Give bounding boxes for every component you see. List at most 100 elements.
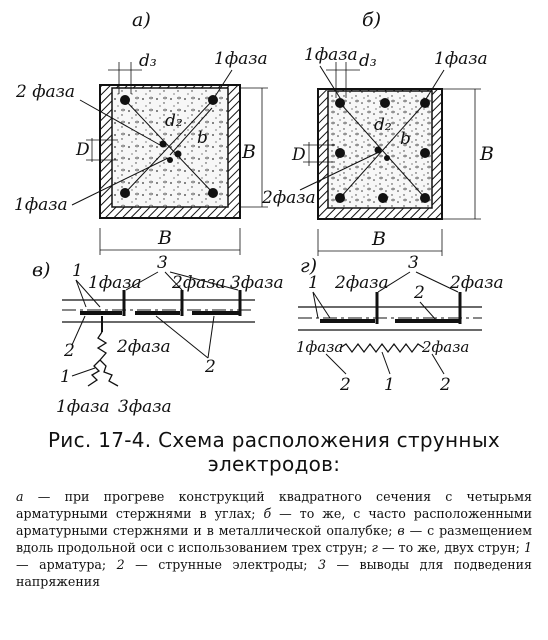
d3-label: d₃ (359, 51, 377, 71)
callout-number: 1 (308, 273, 319, 293)
phase-label: 2фаза (449, 273, 504, 293)
legend-text: — выводы для подведения напряжения (16, 557, 532, 589)
legend-text: — струнные электроды; (124, 557, 318, 572)
B-bottom-label: В (371, 228, 386, 250)
leader-line (299, 152, 378, 191)
callout-number: 2 (439, 375, 451, 395)
legend-key: г (371, 540, 378, 555)
diagonal-line (124, 99, 214, 194)
leader-line (169, 107, 213, 156)
panel-a: а) d₃ d₂ b D В (14, 9, 268, 255)
panel-a-letter: а) (132, 9, 151, 31)
phase-label: 1фаза (88, 273, 142, 293)
legend-text: — при прогреве конструкций квадратного с… (16, 489, 532, 521)
leader-line (75, 279, 87, 308)
d2-label: d₂ (165, 111, 183, 131)
leader-line (431, 353, 445, 375)
legend-text: — с размещением вдоль продольной оси с и… (16, 523, 532, 555)
phase-label: 1фаза (304, 45, 358, 65)
B-side-label: В (479, 143, 494, 165)
leader-line (381, 351, 391, 375)
phase-label: 2 фаза (15, 82, 75, 102)
callout-number: 2 (339, 375, 351, 395)
leader-line (71, 157, 169, 206)
resistor-zigzag (99, 359, 119, 387)
leader-line (71, 315, 86, 346)
leader-line (169, 271, 239, 291)
phase-label: 1фаза (14, 195, 68, 215)
leader-line (207, 315, 215, 359)
phase-label: 2фаза (116, 337, 171, 357)
leader-line (71, 367, 96, 377)
leader-line (319, 65, 341, 99)
leader-line (425, 69, 445, 100)
d2-label: d₂ (374, 115, 392, 135)
leader-line (377, 271, 411, 293)
d3-label: d₃ (139, 51, 157, 71)
b-label: b (400, 129, 411, 149)
legend-key: 2 (116, 557, 125, 572)
leader-line (312, 291, 331, 319)
string-electrode-dot (159, 140, 167, 148)
caption-title-line2: электродов: (207, 452, 341, 476)
D-label: D (75, 140, 90, 160)
leader-line (415, 271, 459, 293)
leader-line (75, 279, 101, 308)
phase-label: 1фаза (56, 397, 110, 417)
panel-b-letter: б) (362, 9, 381, 31)
legend-text: — арматура; (16, 557, 117, 572)
legend-key: в (397, 523, 405, 538)
callout-number: 1 (60, 367, 71, 387)
phase-label: 1фаза (296, 338, 343, 356)
legend-key: 3 (317, 557, 326, 572)
rebar-dot (335, 148, 345, 158)
phase-label: 2фаза (421, 338, 469, 356)
D-label: D (291, 145, 306, 165)
string-electrode-dot (167, 157, 173, 163)
phase-label: 2фаза (261, 188, 316, 208)
figure-caption: Рис. 17-4. Схема расположения струнных э… (10, 428, 538, 640)
phase-label: 3фаза (230, 273, 284, 293)
leader-line (155, 315, 209, 359)
diagonal-line (339, 102, 426, 199)
panel-b: б) d₃ d₂ b D (261, 9, 494, 256)
string-electrode-dot (174, 150, 182, 158)
leader-line (213, 69, 233, 99)
phase-label: 1фаза (214, 49, 268, 69)
callout-number: 1 (384, 375, 395, 395)
legend-key: б (263, 506, 272, 521)
legend-key: 1 (523, 540, 532, 555)
callout-number: 2 (413, 283, 425, 303)
panel-g-letter: г) (300, 255, 317, 277)
B-side-label: В (241, 141, 256, 163)
string-electrode-dot (374, 146, 382, 154)
resistor-zigzag (96, 331, 108, 361)
callout-number: 2 (204, 357, 216, 377)
callout-number: 3 (408, 253, 419, 273)
callout-number: 1 (72, 261, 83, 281)
resistor-zigzag (87, 359, 101, 387)
leader-line (79, 99, 161, 146)
resistor-zigzag (339, 343, 425, 353)
panel-v-letter: в) (32, 259, 50, 281)
legend-key: а (16, 489, 24, 504)
rebar-dot (420, 148, 430, 158)
rebar-dot (380, 98, 390, 108)
caption-legend: а — при прогреве конструкций квадратного… (16, 488, 532, 590)
leader-line (164, 271, 183, 291)
phase-label: 1фаза (434, 49, 488, 69)
b-label: b (197, 128, 208, 148)
B-bottom-label: В (157, 227, 172, 249)
caption-title: Рис. 17-4. Схема расположения струнных э… (10, 428, 538, 476)
leader-line (419, 301, 437, 321)
callout-number: 2 (63, 341, 75, 361)
leader-line (125, 271, 159, 291)
legend-text: — то же, двух струн; (377, 540, 524, 555)
phase-label: 2фаза (171, 273, 226, 293)
leader-line (325, 353, 347, 375)
phase-label: 3фаза (118, 397, 172, 417)
legend-text: — то же, с часто расположенными арматурн… (16, 506, 532, 538)
callout-number: 3 (157, 253, 168, 273)
caption-title-line1: Рис. 17-4. Схема расположения струнных (47, 428, 501, 452)
electrode-layout-figure: а) d₃ d₂ b D В (14, 9, 504, 417)
